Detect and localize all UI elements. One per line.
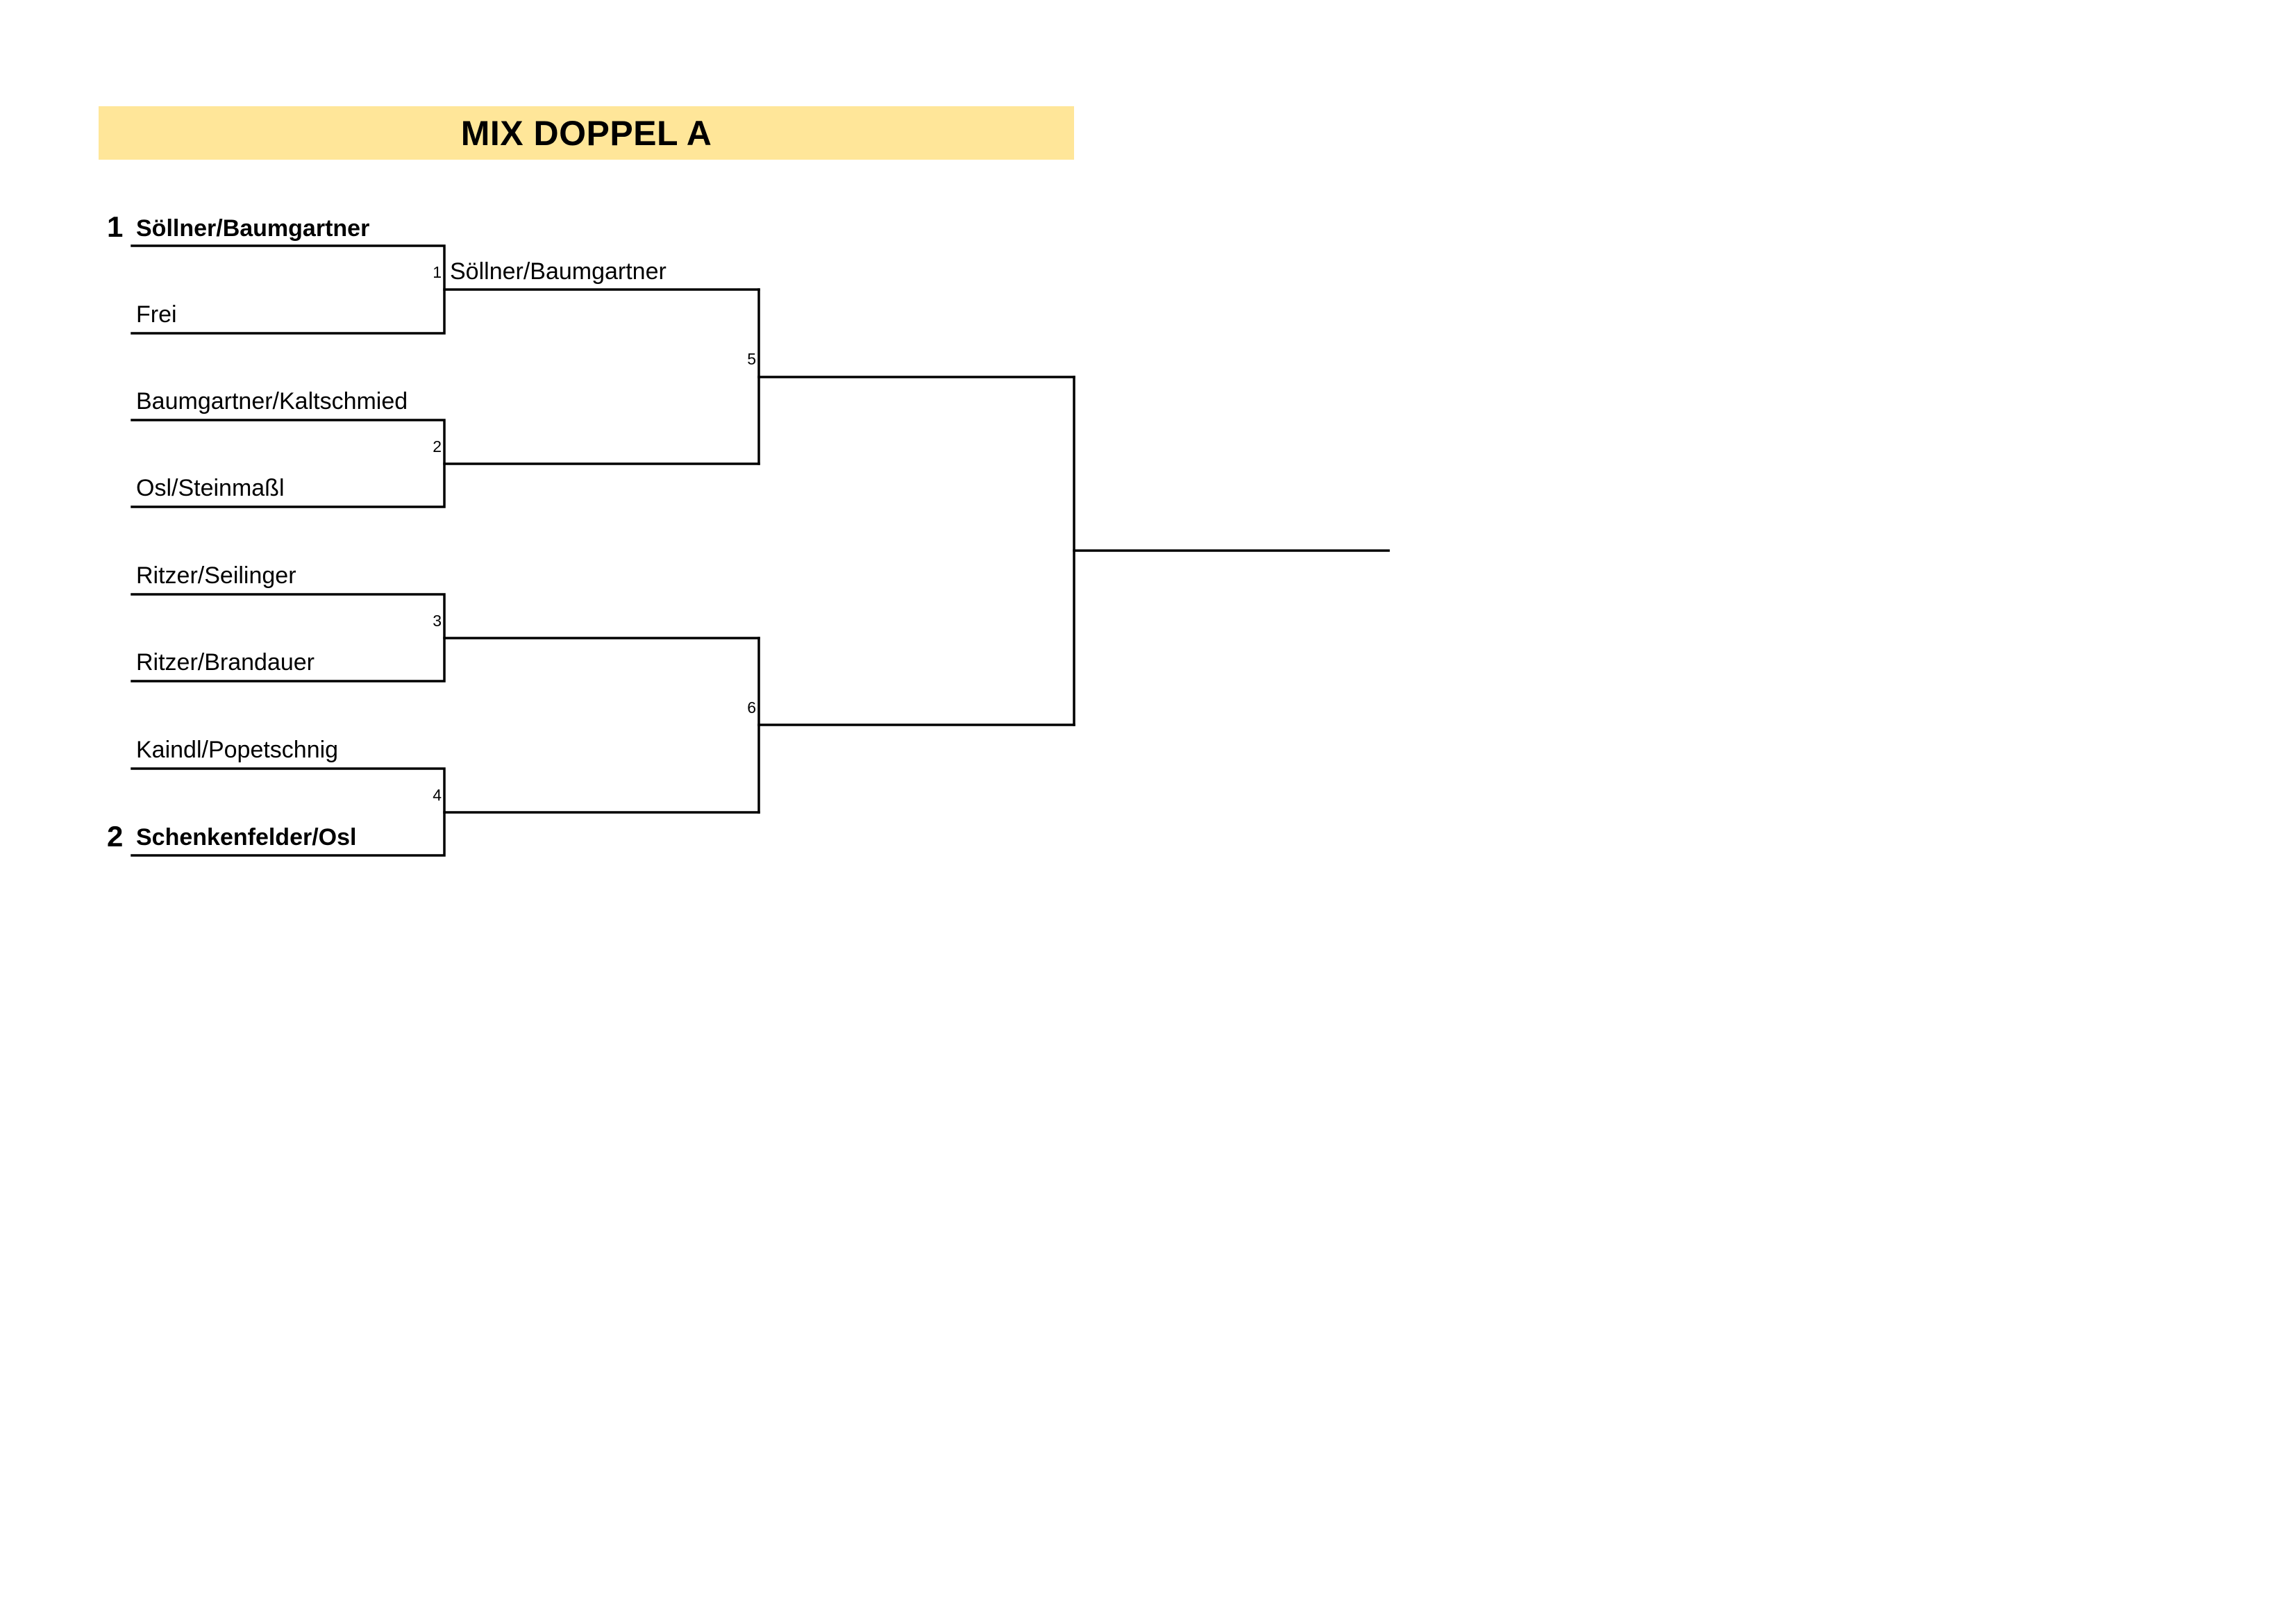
match-number-5: 5: [747, 350, 756, 368]
match-number-6: 6: [747, 698, 756, 717]
page-title: MIX DOPPEL A: [460, 113, 712, 153]
seed-number-2: 2: [107, 820, 124, 853]
title-bar: MIX DOPPEL A: [99, 106, 1074, 160]
match-1-connector: [131, 244, 446, 335]
seed-number-1: 1: [107, 210, 124, 243]
player-slot-6: Ritzer/Brandauer: [136, 649, 315, 676]
match-number-3: 3: [433, 612, 442, 630]
player-slot-8: Schenkenfelder/Osl: [136, 824, 357, 851]
player-slot-5: Ritzer/Seilinger: [136, 562, 296, 589]
player-slot-2: Frei: [136, 301, 177, 328]
match-number-1: 1: [433, 263, 442, 281]
match-number-2: 2: [433, 437, 442, 455]
player-slot-7: Kaindl/Popetschnig: [136, 737, 339, 763]
match-1-winner: Söllner/Baumgartner: [450, 258, 667, 285]
match-number-4: 4: [433, 786, 442, 804]
player-slot-1: Söllner/Baumgartner: [136, 215, 370, 242]
player-slot-3: Baumgartner/Kaltschmied: [136, 388, 408, 415]
player-slot-4: Osl/Steinmaßl: [136, 475, 285, 501]
